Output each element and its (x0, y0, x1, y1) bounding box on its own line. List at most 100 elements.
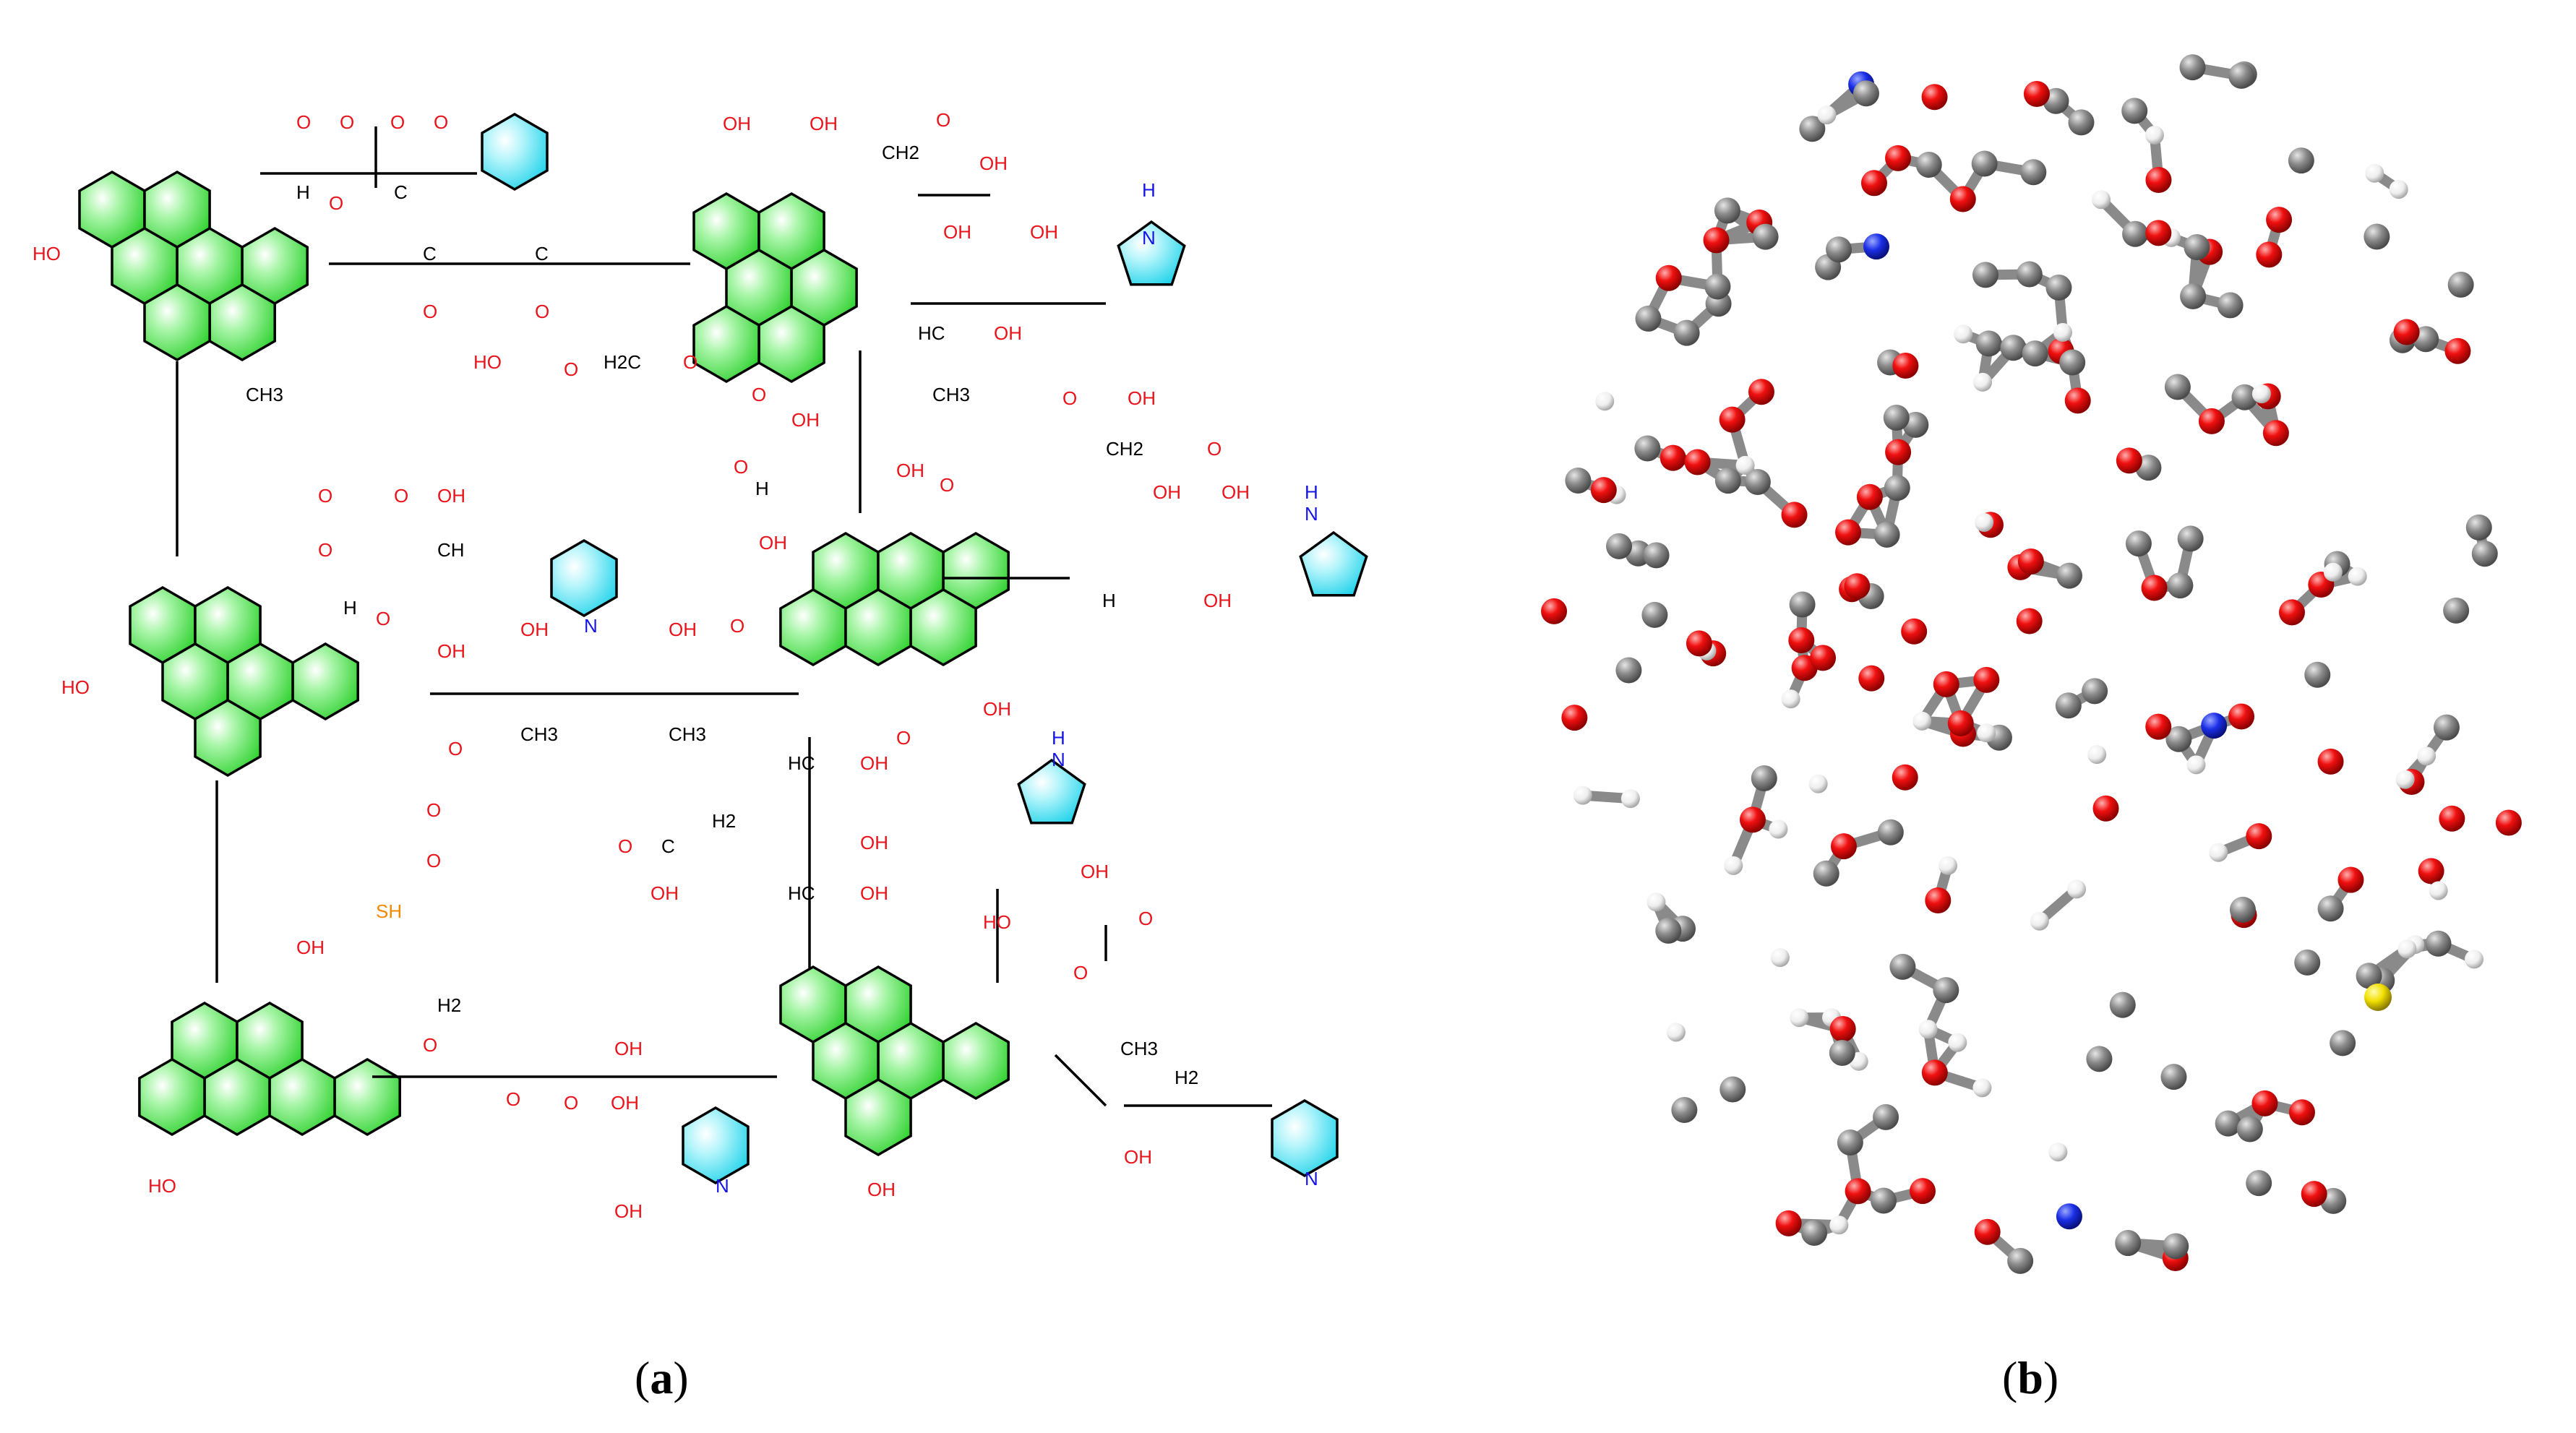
model-atom-o (1739, 806, 1766, 833)
atom-label: OH (296, 937, 325, 958)
model-atom-n (1863, 233, 1890, 260)
model-atom-o (1703, 227, 1730, 254)
model-atom-c (1634, 435, 1661, 462)
model-atom-h (1769, 819, 1788, 839)
model-atom-o (2256, 241, 2283, 268)
aromatic-ring-system-bottom-left (138, 1001, 401, 1137)
aromatic-ring-bc-4 (942, 1021, 1010, 1101)
model-atom-h (2067, 879, 2087, 899)
atom-label: N (584, 615, 598, 637)
model-atom-c (2082, 678, 2108, 705)
model-atom-c (2215, 1110, 2241, 1137)
model-atom-c (2317, 895, 2344, 922)
atom-label: OH (669, 619, 697, 640)
model-atom-h (2053, 322, 2072, 342)
model-atom-o (1686, 630, 1712, 657)
atom-label: O (426, 799, 441, 821)
atom-label: O (506, 1088, 520, 1110)
atom-label: O (683, 351, 697, 373)
model-atom-c (2055, 692, 2082, 719)
atom-label: H2 (437, 994, 461, 1016)
model-atom-c (1971, 150, 1998, 177)
model-atom-c (2246, 1170, 2272, 1197)
model-atom-c (1826, 236, 1852, 263)
model-atom-h (2389, 180, 2408, 199)
model-atom-c (2288, 147, 2314, 174)
model-atom-o (2092, 795, 2119, 822)
model-atom-c (2115, 1230, 2142, 1257)
model-atom-c (1884, 475, 1910, 502)
model-atom-c (2356, 963, 2382, 989)
atom-label: O (564, 358, 578, 380)
model-atom-c (1975, 330, 2002, 357)
atom-label: OH (979, 152, 1008, 174)
bond-lines (176, 126, 1272, 1107)
model-atom-c (2167, 572, 2194, 599)
model-atom-c (1714, 468, 1741, 494)
atom-label: H (755, 478, 769, 499)
model-atom-c (2304, 661, 2331, 688)
atom-label: C (661, 835, 675, 857)
atom-label: HO (148, 1175, 176, 1197)
model-atom-c (1837, 1129, 1863, 1156)
model-atom-c (2122, 220, 2149, 247)
model-atom-h (2048, 1142, 2068, 1162)
atom-label: O (730, 615, 744, 637)
atom-label: O (318, 485, 332, 507)
model-atom-c (1799, 116, 1826, 142)
atom-label: OH (860, 752, 888, 774)
aromatic-ring-tl-6 (143, 283, 211, 362)
model-atom-c (2217, 292, 2244, 319)
atom-label: OH (759, 532, 787, 554)
model-atom-c (1704, 273, 1731, 300)
model-atom-c (2086, 1046, 2113, 1072)
atom-label: O (390, 111, 405, 133)
model-atom-o (1684, 449, 1711, 475)
pyrrole-ring-3 (1017, 758, 1086, 825)
model-atom-h (2417, 746, 2437, 766)
model-atom-o (2418, 858, 2444, 885)
atom-label: O (394, 485, 408, 507)
atom-label: H (1052, 727, 1065, 749)
model-atom-h (1829, 1215, 1849, 1235)
model-atom-c (2016, 261, 2043, 288)
atom-label: C (423, 243, 437, 264)
pyridine-ring-4 (1271, 1098, 1339, 1178)
atom-label: OH (943, 221, 971, 243)
model-atom-c (2236, 1116, 2263, 1142)
model-atom-o (2288, 1099, 2315, 1126)
model-atom-c (1673, 319, 1700, 346)
model-atom-o (2017, 548, 2044, 575)
model-atom-h (1724, 856, 1743, 875)
model-atom-o (1845, 1178, 1871, 1205)
atom-label: O (329, 192, 343, 214)
atom-label: SH (376, 900, 402, 922)
atom-label: O (1073, 962, 1088, 984)
atom-label: OH (1124, 1146, 1152, 1168)
model-atom-c (2160, 1064, 2187, 1090)
model-atom-c (1829, 1039, 1855, 1066)
atom-label: OH (1030, 221, 1058, 243)
aromatic-ring-ml-4 (291, 642, 359, 721)
model-atom-o (1973, 666, 2000, 693)
model-atom-o (1830, 833, 1857, 860)
bond-9 (1054, 1054, 1107, 1107)
model-atom-c (1801, 1219, 1828, 1246)
model-atom-o (2141, 575, 2168, 601)
model-atom-h (1918, 1020, 1938, 1039)
model-atom-o (1892, 764, 1918, 791)
model-atom-o (1949, 186, 1976, 212)
model-atom-o (2393, 319, 2420, 345)
model-atom-h (2348, 567, 2367, 586)
atom-label: O (340, 111, 354, 133)
model-atom-h (1977, 723, 1996, 743)
model-atom-c (1751, 765, 1777, 791)
model-atom-o (1829, 1015, 1856, 1042)
atom-label: OH (860, 882, 888, 904)
model-atom-h (2186, 755, 2206, 775)
model-atom-o (1901, 618, 1928, 645)
model-atom-c (2007, 1247, 2034, 1274)
atom-label: CH3 (669, 723, 706, 745)
model-atom-o (1910, 1178, 1936, 1205)
model-atom-c (1744, 468, 1771, 495)
